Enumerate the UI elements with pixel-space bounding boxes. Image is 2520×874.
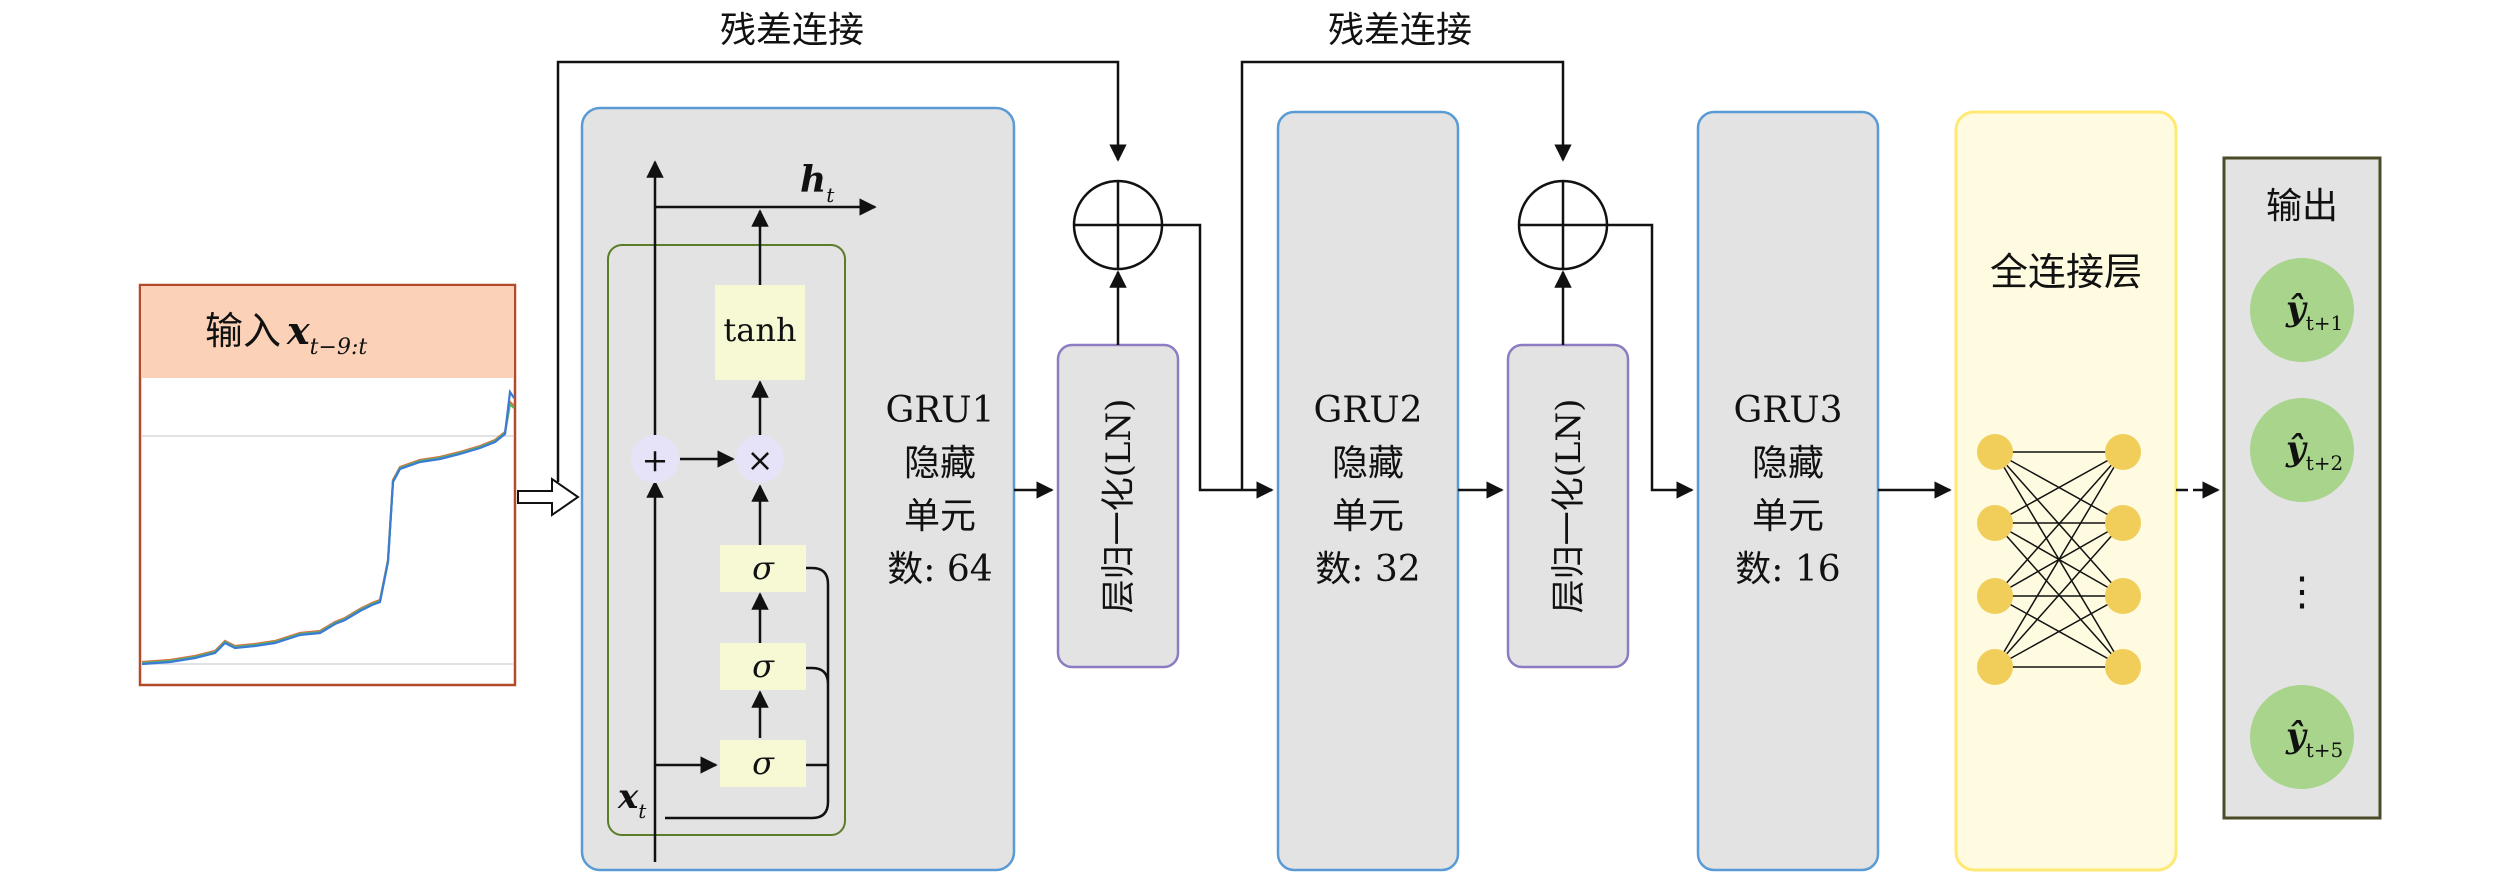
- fc-layer: 全连接层: [1954, 110, 2178, 872]
- input-block-arrow: [517, 477, 580, 517]
- output-panel: 输出 ŷt+1 ŷt+2 ⋮ ŷt+5: [2222, 156, 2382, 820]
- svg-text:数: 16: 数: 16: [1735, 549, 1840, 590]
- fc-connections: [1994, 451, 2124, 668]
- residual-label-1: 残差连接: [720, 10, 864, 51]
- plus-node: [631, 435, 679, 483]
- gru3-block: GRU3 隐藏 单元 数: 16: [1696, 110, 1880, 872]
- residual-adder-1: [1072, 179, 1164, 271]
- svg-text:层归一化(LN): 层归一化(LN): [1099, 399, 1139, 614]
- svg-text:+: +: [642, 441, 669, 479]
- gru1-block: + × tanh σ σ σ ht xt GRU1 隐藏 单元 数: 64: [580, 106, 1016, 872]
- svg-text:ŷt+5: ŷt+5: [2285, 716, 2343, 762]
- svg-text:输出: 输出: [2266, 186, 2338, 227]
- svg-text:隐藏: 隐藏: [1332, 443, 1404, 484]
- input-sub: t−9:t: [310, 335, 368, 360]
- output-node-3: [2250, 685, 2354, 789]
- svg-text:×: ×: [747, 441, 774, 479]
- layer-norm-1: 层归一化(LN): [1056, 343, 1180, 669]
- x-t-label: xt: [617, 777, 647, 823]
- gru2-block: GRU2 隐藏 单元 数: 32: [1276, 110, 1460, 872]
- layer-norm-2: 层归一化(LN): [1506, 343, 1630, 669]
- svg-text:全连接层: 全连接层: [1990, 250, 2142, 294]
- output-node-1: [2250, 258, 2354, 362]
- svg-text:单元: 单元: [1332, 496, 1404, 537]
- svg-text:σ: σ: [752, 549, 775, 587]
- sigma-gate-3: [720, 740, 806, 787]
- svg-text:tanh: tanh: [723, 311, 796, 349]
- gru1-label-3: 单元: [904, 496, 976, 537]
- gru1-label-4: 数: 64: [887, 549, 992, 590]
- h-t-label: ht: [800, 159, 835, 207]
- input-var: x: [286, 308, 311, 353]
- residual-connection-1: [556, 60, 1127, 482]
- fc-neurons: [1977, 434, 2141, 685]
- svg-text:ŷt+2: ŷt+2: [2285, 429, 2343, 475]
- residual-connection-2: [1240, 60, 1572, 490]
- svg-text:σ: σ: [752, 647, 775, 685]
- output-node-2: [2250, 398, 2354, 502]
- residual-adder-2: [1517, 179, 1609, 271]
- sigma-gate-2: [720, 643, 806, 690]
- svg-text:GRU2: GRU2: [1313, 390, 1422, 431]
- input-series-chart: [141, 388, 515, 666]
- sigma-gate-1: [720, 545, 806, 592]
- svg-text:数: 32: 数: 32: [1315, 549, 1420, 590]
- gru1-label-2: 隐藏: [904, 443, 976, 484]
- svg-text:GRU3: GRU3: [1733, 390, 1842, 431]
- svg-text:σ: σ: [752, 744, 775, 782]
- residual-label-2: 残差连接: [1328, 10, 1472, 51]
- gru1-label-1: GRU1: [885, 390, 994, 431]
- tanh-gate: [715, 285, 805, 380]
- multiply-node: [736, 435, 784, 483]
- output-ellipsis: ⋮: [2282, 569, 2322, 615]
- svg-text:单元: 单元: [1752, 496, 1824, 537]
- gru-cell-frame: [607, 244, 846, 836]
- svg-text:层归一化(LN): 层归一化(LN): [1549, 399, 1589, 614]
- svg-text:ŷt+1: ŷt+1: [2285, 289, 2343, 335]
- svg-text:隐藏: 隐藏: [1752, 443, 1824, 484]
- input-label: 输入: [205, 309, 281, 353]
